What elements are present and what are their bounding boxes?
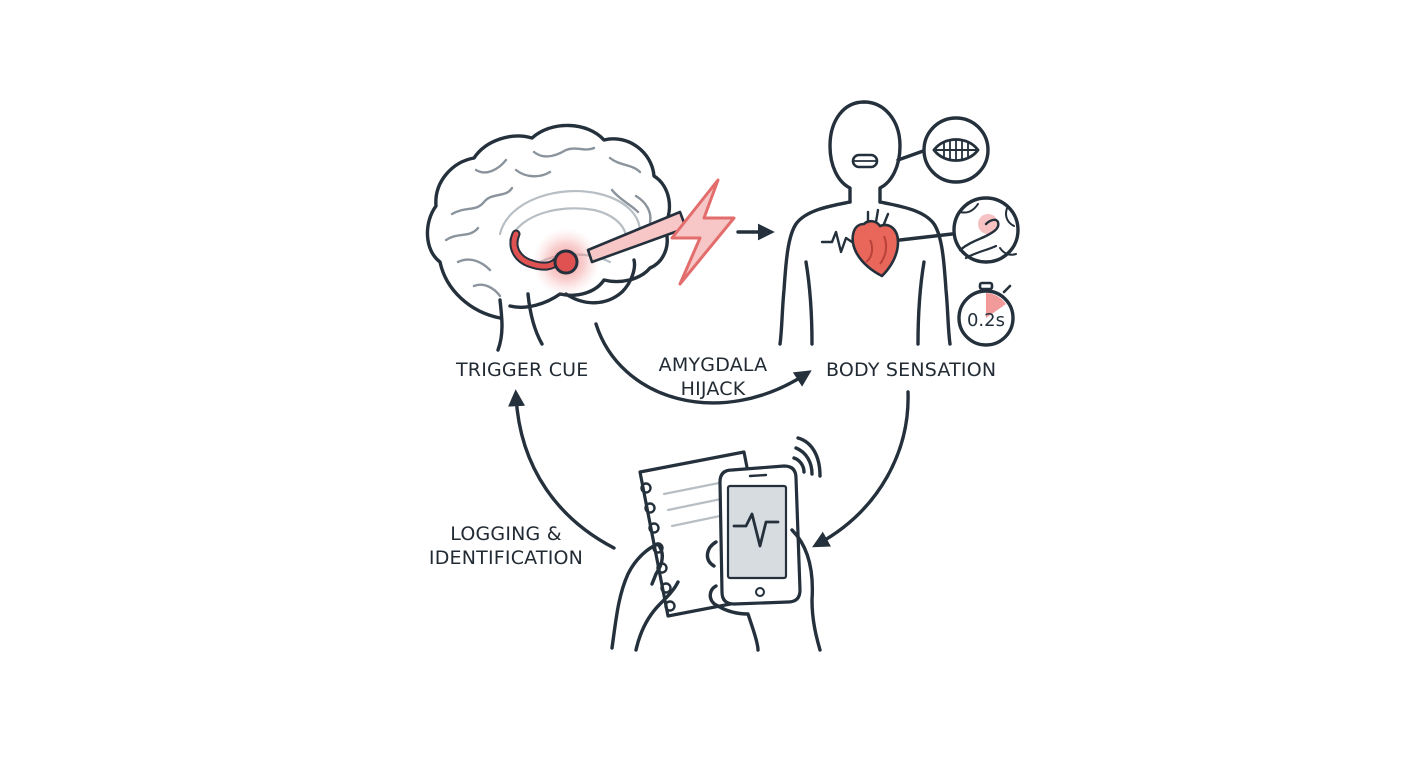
trigger-cue-label: TRIGGER CUE [456, 359, 589, 381]
hijack-arrow [594, 322, 812, 405]
logging-line2: IDENTIFICATION [428, 547, 584, 569]
signal-waves-icon [792, 436, 822, 478]
body-to-logging-arrow [812, 390, 910, 548]
stopwatch-icon: 0.2s [957, 281, 1015, 347]
lightning-bolt-icon [670, 178, 736, 286]
body-outline-icon [778, 100, 952, 346]
mouth-callout-line [896, 148, 928, 162]
right-hand [705, 528, 822, 652]
left-hand [610, 542, 680, 652]
amygdala-hijack-label: AMYGDALA HIJACK [648, 353, 778, 401]
face-mouth-icon [851, 153, 879, 169]
heart-icon [851, 208, 900, 278]
heart-callout-line [898, 232, 954, 242]
amygdala-icon [509, 229, 579, 275]
amygdala-hijack-line2: HIJACK [680, 378, 746, 400]
amygdala-hijack-line1: AMYGDALA [658, 354, 768, 376]
stopwatch-readout: 0.2s [967, 310, 1005, 331]
logging-line1: LOGGING & [450, 523, 562, 545]
smartphone-icon [718, 464, 802, 606]
chest-heartbeat-line [820, 230, 854, 254]
logging-to-trigger-arrow [508, 389, 616, 550]
logging-identification-label: LOGGING & IDENTIFICATION [426, 522, 586, 570]
mouth-icon [922, 116, 990, 184]
stress-hand-icon [952, 196, 1020, 264]
body-sensation-label: BODY SENSATION [826, 359, 997, 381]
heartbeat-wave-icon [732, 512, 780, 548]
